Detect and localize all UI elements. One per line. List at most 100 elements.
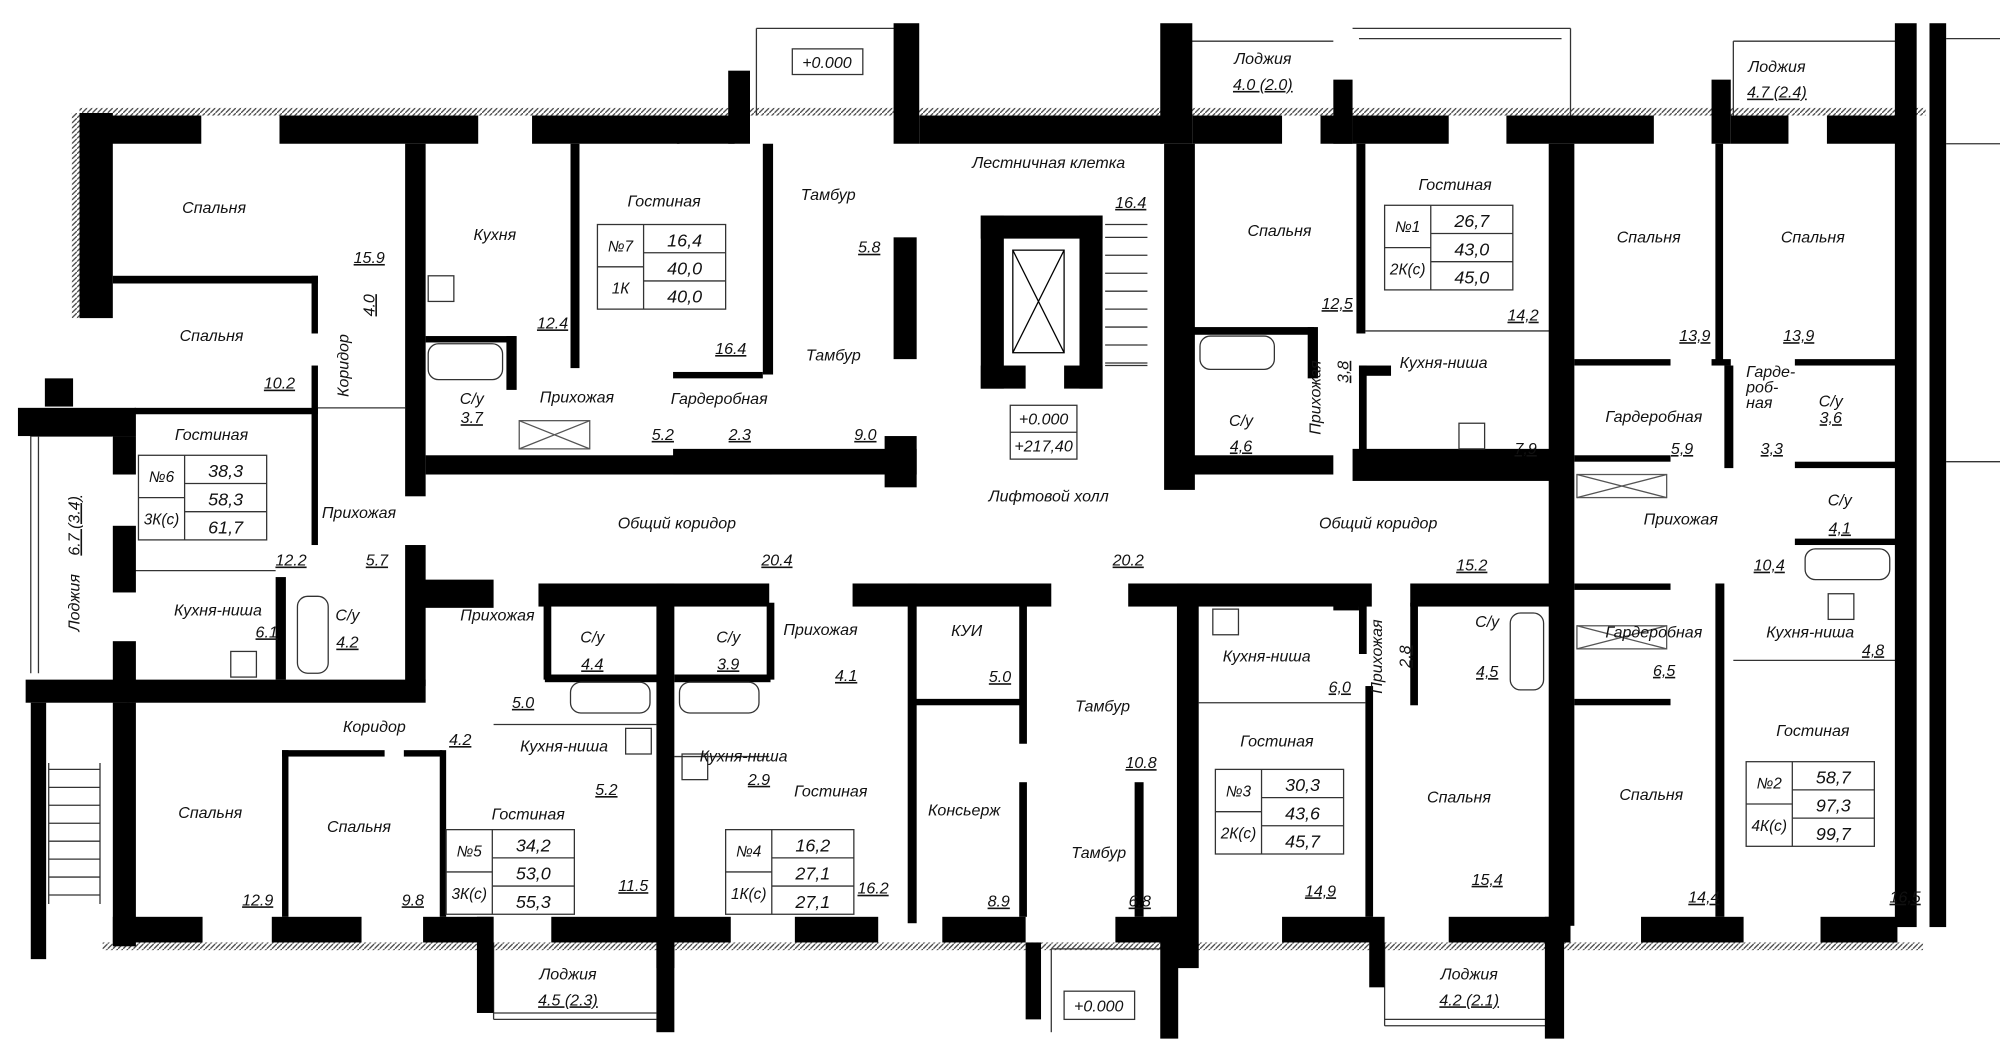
- wardrobe-icon: [1576, 473, 1668, 499]
- wall: [674, 674, 771, 683]
- living-area: 16,2: [795, 835, 830, 855]
- wall: [1307, 327, 1318, 379]
- room-name: С/у: [1828, 491, 1853, 509]
- room-name: Гостиная: [627, 193, 701, 211]
- wardrobe-icon: [518, 420, 591, 450]
- wall: [1164, 143, 1195, 490]
- apartment-number: №1: [1395, 219, 1420, 236]
- living-area: 16,4: [667, 230, 702, 250]
- room-area: 4.2 (2.1): [1439, 991, 1499, 1009]
- room-name: Лестничная клетка: [971, 154, 1125, 172]
- living-area: 34,2: [516, 835, 551, 855]
- total-area: 53,0: [516, 864, 551, 884]
- insulation-strip: [71, 112, 80, 319]
- room-label: С/у4,6: [1229, 412, 1254, 456]
- room-name: Тамбур: [1075, 698, 1130, 716]
- wall: [1894, 23, 1917, 928]
- room-area: 10,4: [1754, 557, 1785, 575]
- room-area: 11.5: [618, 877, 648, 895]
- wall: [676, 115, 735, 144]
- room-area: 4,1: [1829, 519, 1851, 537]
- wall: [1410, 602, 1418, 706]
- apartment-type: 2К(с): [1389, 262, 1426, 279]
- wall: [1929, 23, 1947, 928]
- room-name: Лоджия: [65, 574, 83, 633]
- room-area: 15,4: [1472, 871, 1503, 889]
- room-area: 5.2: [652, 426, 674, 444]
- room-name: Спальня: [178, 804, 242, 822]
- room-area: 4.7 (2.4): [1747, 84, 1807, 102]
- room-area: 2.3: [728, 426, 751, 444]
- wall: [893, 23, 920, 144]
- fixtures: [230, 249, 1891, 781]
- room-area: 3.9: [717, 655, 739, 673]
- room-name: С/у: [580, 628, 605, 646]
- total-area-with-loggia: 61,7: [208, 517, 244, 537]
- wall: [25, 679, 426, 703]
- wall: [1333, 79, 1353, 144]
- table-grid: [446, 829, 575, 915]
- room-label: Прихожая 5.2: [540, 389, 674, 444]
- total-area-with-loggia: 45,0: [1454, 267, 1489, 287]
- wall: [311, 365, 318, 546]
- room-name: Прихожая: [540, 389, 615, 407]
- room-area: 9.8: [402, 891, 424, 909]
- room-label: С/у 4,1: [1828, 491, 1853, 537]
- wall: [980, 215, 1103, 239]
- wall: [1369, 916, 1385, 988]
- room-label: С/у 4,5: [1475, 613, 1500, 681]
- wall: [673, 371, 763, 379]
- wall: [1724, 365, 1734, 469]
- room-area: 6,5: [1653, 662, 1675, 680]
- wall: [1794, 538, 1898, 546]
- room-area: 16.2: [857, 880, 888, 898]
- room-name: С/у: [1475, 613, 1500, 631]
- total-area: 27,1: [794, 864, 830, 884]
- wall: [1160, 916, 1179, 1039]
- elevation-box: [791, 48, 864, 76]
- room-name: Общий коридор: [618, 514, 736, 532]
- wall: [912, 698, 1022, 706]
- wall: [1574, 698, 1671, 706]
- elevation-box: [1063, 990, 1136, 1021]
- wall: [884, 436, 917, 488]
- wall: [1544, 916, 1565, 1039]
- total-area: 43,0: [1454, 239, 1489, 259]
- wall: [1019, 602, 1027, 744]
- wall: [506, 336, 517, 390]
- wall: [17, 407, 136, 437]
- wall: [1548, 143, 1575, 926]
- apartment-number: №3: [1226, 783, 1252, 800]
- room-area: 4,5: [1476, 663, 1498, 681]
- table-grid: [138, 455, 267, 540]
- wall: [1192, 455, 1334, 475]
- room-area: 4.2: [449, 731, 471, 749]
- room-label: С/у3.9: [716, 628, 741, 673]
- wall: [544, 674, 661, 683]
- wall: [423, 579, 494, 608]
- room-name: Коридор: [343, 718, 406, 736]
- room-name: Лоджия: [1233, 50, 1292, 68]
- room-name: Гарде-: [1746, 363, 1795, 381]
- room-name: Прихожая: [460, 607, 535, 625]
